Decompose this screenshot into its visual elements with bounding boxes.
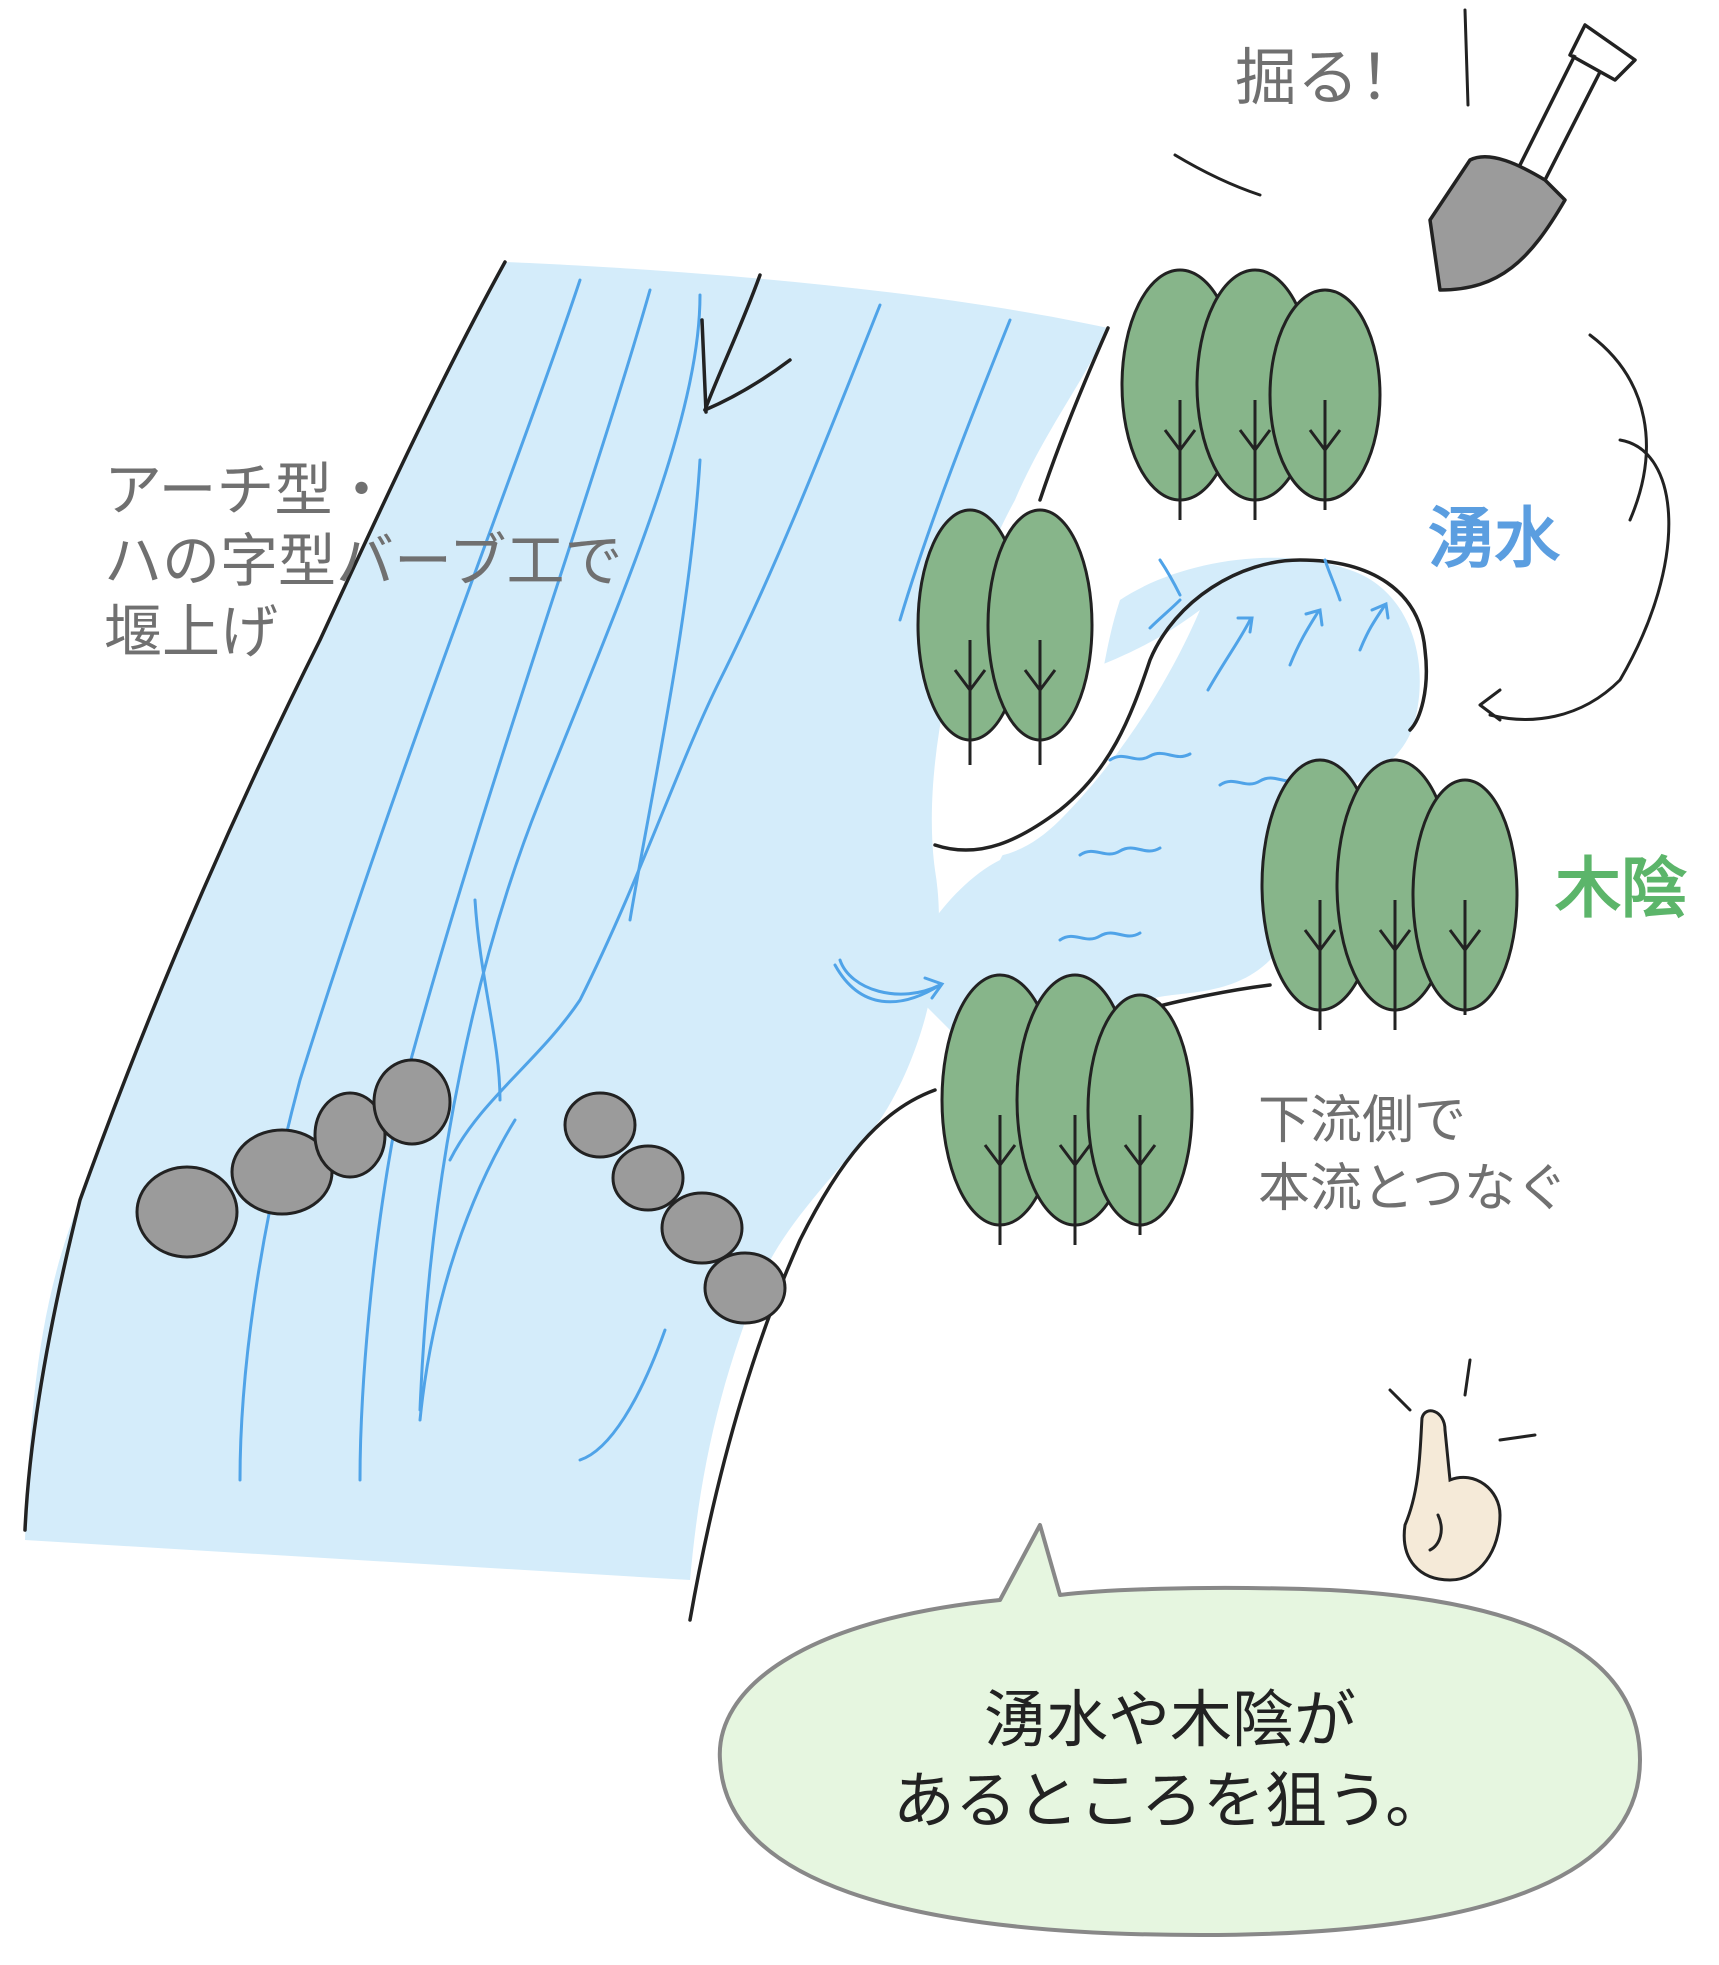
pointing-hand-icon <box>1402 1409 1502 1582</box>
weir-label-line-1: アーチ型・ <box>104 456 391 524</box>
rock-icon <box>135 1165 239 1259</box>
motion-lines <box>1173 8 1671 722</box>
downstream-label: 下流側で 本流とつなぐ <box>1258 1088 1568 1223</box>
rocks-right <box>563 1091 787 1325</box>
spring-label: 湧水 <box>1428 500 1560 577</box>
left-bank <box>23 260 507 1532</box>
hand-motion-lines <box>1388 1358 1537 1442</box>
bubble-text-line-1: 湧水や木陰が <box>983 1683 1356 1756</box>
arrow-icon <box>700 273 792 414</box>
bubble-text-line-2: あるところを狙う。 <box>892 1763 1448 1837</box>
spring-flow <box>833 558 1390 1004</box>
rock-icon <box>660 1191 744 1265</box>
rock-icon <box>563 1091 637 1159</box>
channel-bank-upper <box>933 558 1429 852</box>
tree-cluster-bottom <box>940 973 1194 1245</box>
rock-icon <box>703 1251 787 1325</box>
weir-label-line-2: ハの字型バーブ工で <box>104 526 623 595</box>
downstream-label-line-1: 下流側で <box>1258 1091 1467 1151</box>
weir-label-line-3: 堰上げ <box>104 597 279 666</box>
dig-label: 掘る！ <box>1235 41 1422 114</box>
speech-bubble <box>717 1523 1642 1937</box>
downstream-label-line-2: 本流とつなぐ <box>1258 1158 1568 1219</box>
side-channel <box>900 557 1420 1040</box>
shovel-icon <box>1428 23 1637 292</box>
rock-icon <box>313 1091 387 1179</box>
river <box>25 262 1108 1580</box>
tree-cluster-right <box>1260 758 1519 1030</box>
current-lines <box>238 278 1012 1482</box>
tree-cluster-top <box>1120 268 1382 520</box>
channel-island <box>935 610 1200 858</box>
tree-cluster-mid <box>916 508 1094 765</box>
right-bank-lower <box>688 1088 937 1622</box>
rocks-left <box>135 1058 452 1259</box>
right-bank-upper <box>1038 326 1110 502</box>
shade-label: 木陰 <box>1555 850 1687 927</box>
weir-label: アーチ型・ ハの字型バーブ工で 堰上げ <box>104 455 623 667</box>
rock-icon <box>372 1058 452 1146</box>
bubble-text: 湧水や木陰が あるところを狙う。 <box>820 1680 1520 1841</box>
rock-icon <box>611 1144 685 1212</box>
